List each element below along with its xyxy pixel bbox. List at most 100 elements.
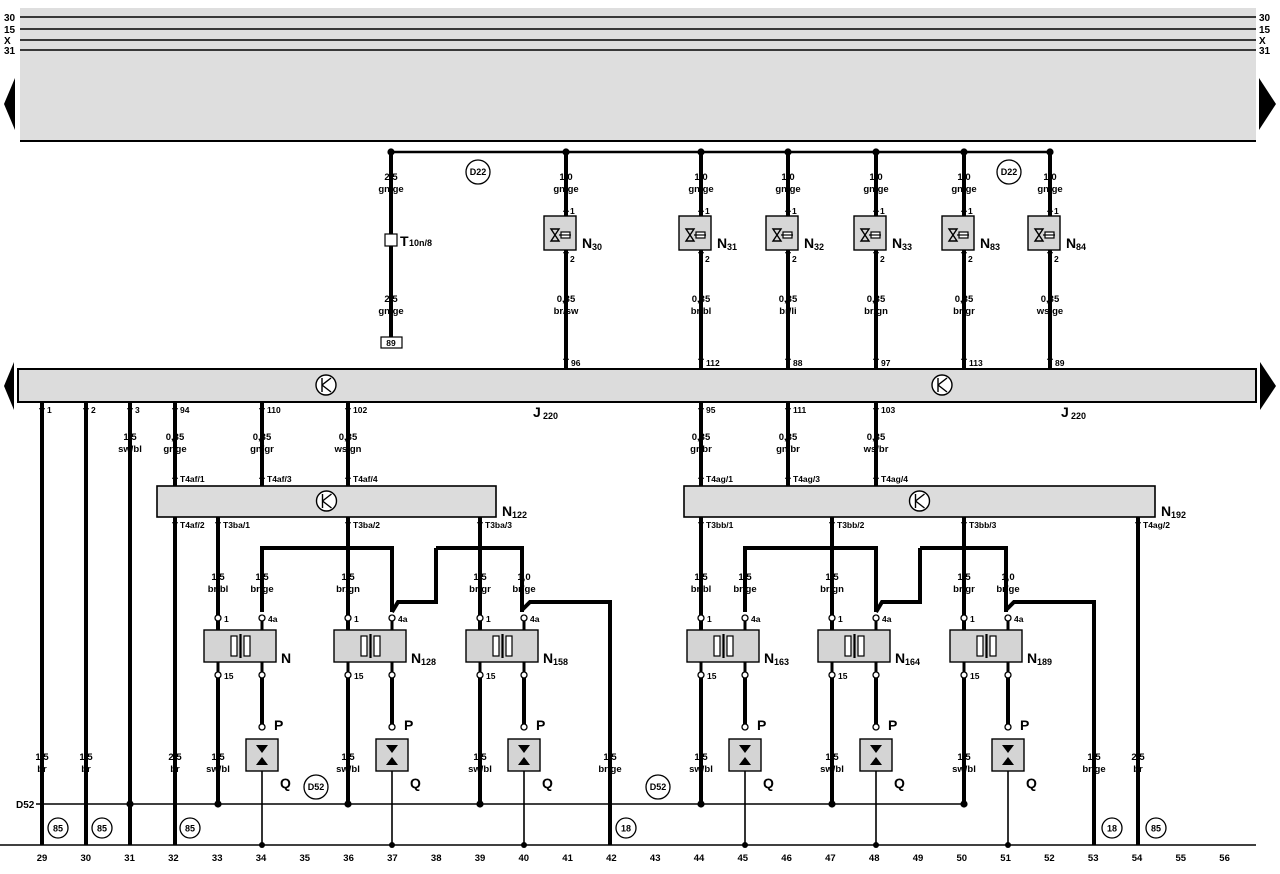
spark-gap-icon: [870, 745, 882, 753]
coil-winding-primary: [844, 635, 852, 657]
stage-connector: T4ag/3: [793, 474, 820, 484]
pin-terminal: [388, 671, 396, 679]
wire-stage-input-cs: 0,35: [779, 432, 798, 443]
coil-winding-primary: [230, 635, 238, 657]
ignition-coil-name: N: [1027, 650, 1037, 666]
column-number: 47: [825, 853, 836, 864]
ground-ref-label: 85: [53, 824, 63, 834]
wire-coil-4a-color: br/ge: [512, 584, 535, 595]
injector-sub: 84: [1076, 242, 1086, 252]
stage-connector: T3ba/1: [223, 520, 250, 530]
continue-right-arrow-icon: [1259, 78, 1276, 130]
wire-coil-ground-cs: 1,5: [825, 752, 839, 763]
pin-terminal: [828, 671, 836, 679]
pin-terminal: [872, 723, 880, 731]
column-number: 40: [519, 853, 530, 864]
wire-coil-ground-cs: 1,5: [341, 752, 355, 763]
wire-coil-4a-cs: 1,0: [517, 572, 530, 583]
spark-plug-q-label: Q: [280, 775, 291, 791]
ignition-coil-name: N: [764, 650, 774, 666]
wire-3-cs: 1,5: [123, 432, 137, 443]
injector-name: N: [1066, 235, 1076, 251]
ground-ref-label: 18: [1107, 824, 1117, 834]
spark-plug-label: P: [1020, 717, 1029, 733]
ground-ref-label: 85: [1151, 824, 1161, 834]
wire-coil-ground-color: sw/bl: [468, 764, 492, 775]
ground-bus-d52: D52 D52 D52: [16, 774, 964, 811]
pin-terminal: [1004, 614, 1012, 622]
valve-icon: [771, 228, 783, 242]
spark-gap-icon: [1002, 745, 1014, 753]
coil-pin-15: 15: [354, 671, 364, 681]
injector-pin-top: 1: [792, 206, 797, 216]
transistor-icon: [315, 490, 338, 512]
wire-injector-signal-color: br/gr: [953, 306, 975, 317]
wire-injector-supply-color: gn/ge: [688, 184, 713, 195]
coil-pin-15: 15: [224, 671, 234, 681]
ground-ref-circle: [1101, 817, 1123, 839]
wire-coil-ground-color: sw/bl: [820, 764, 844, 775]
spark-plug-q-label: Q: [763, 775, 774, 791]
wire-ground-color: br/ge: [1082, 764, 1105, 775]
column-number: 52: [1044, 853, 1055, 864]
wire-coil-input-cs: 1,5: [211, 572, 225, 583]
wire-stage-input-cs: 0,35: [253, 432, 272, 443]
rail-label-left-x: X: [4, 36, 11, 47]
ecu-pin: 111: [793, 405, 807, 415]
ecu-pin: 103: [881, 405, 895, 415]
ecu-pin: 97: [881, 358, 891, 368]
coil-pin-1: 1: [970, 614, 975, 624]
arrow-down-icon: [698, 408, 704, 414]
column-number: 48: [869, 853, 880, 864]
ecu-output-2: 2: [83, 402, 96, 845]
wire-injector-signal-color: ws/ge: [1036, 306, 1063, 317]
transistor-icon: [908, 490, 931, 512]
connector-t10n-sub: 10n/8: [409, 238, 432, 248]
wire-injector-supply-cs: 1,0: [1043, 172, 1056, 183]
column-number: 56: [1219, 853, 1230, 864]
wire-injector-supply-color: gn/ge: [1037, 184, 1062, 195]
point-d22-left-label: D22: [470, 167, 487, 177]
injector-sub: 32: [814, 242, 824, 252]
pin-terminal: [214, 671, 222, 679]
wire-coil-input-cs: 1,5: [957, 572, 971, 583]
coil-winding-primary: [360, 635, 368, 657]
fuse-panel: [20, 8, 1256, 140]
ground-ref-circle: [91, 817, 113, 839]
column-number: 53: [1088, 853, 1099, 864]
coil-winding-secondary: [505, 635, 513, 657]
spark-plug-q-label: Q: [542, 775, 553, 791]
valve-icon: [1033, 228, 1045, 242]
stage-connector: T4ag/1: [706, 474, 733, 484]
spark-gap-icon: [386, 745, 398, 753]
wire-ground-cs: 1,5: [79, 752, 93, 763]
injector-pin-bottom: 2: [792, 254, 797, 264]
column-number: 42: [606, 853, 617, 864]
ignition-coil-sub: 164: [905, 657, 920, 667]
wire-stage-input-color: ws/br: [863, 444, 889, 455]
injector-name: N: [980, 235, 990, 251]
spark-gap-icon: [256, 745, 268, 753]
output-stage-sub: 192: [1171, 510, 1186, 520]
injector-name: N: [582, 235, 592, 251]
spark-gap-icon: [1002, 757, 1014, 765]
ignition-coil-sub: 128: [421, 657, 436, 667]
arrow-down-icon: [39, 408, 45, 414]
wire-coil-ground-color: sw/bl: [689, 764, 713, 775]
ecu-pin: 88: [793, 358, 803, 368]
ecu-pin: 96: [571, 358, 581, 368]
pin-terminal: [1004, 723, 1012, 731]
arrow-down-icon: [345, 408, 351, 414]
coil-winding-secondary: [373, 635, 381, 657]
arrow-up-icon: [563, 354, 569, 360]
spark-plug-body: [245, 738, 279, 772]
column-number: 46: [781, 853, 792, 864]
coil-pin-1: 1: [224, 614, 229, 624]
ignition-coil-name: N: [411, 650, 421, 666]
